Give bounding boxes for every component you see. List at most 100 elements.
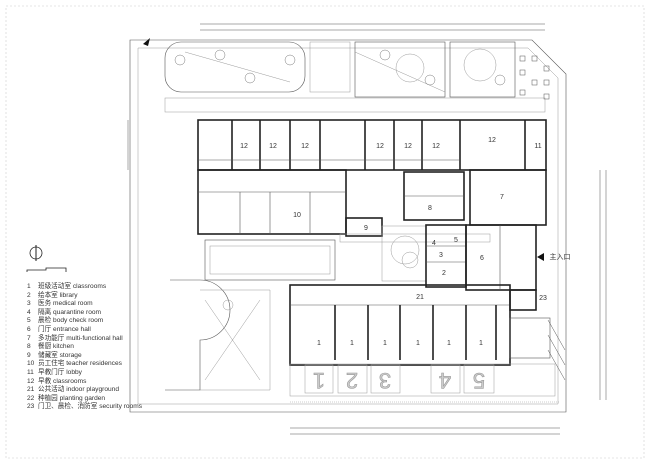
legend-num: 7 <box>27 334 31 342</box>
sheet-frame <box>5 5 645 459</box>
room-label: 9 <box>364 225 368 232</box>
legend-zh: 门卫、晨检、消防室 <box>38 403 98 411</box>
legend-zh: 晨检 <box>38 317 52 325</box>
room-label: 5 <box>454 237 458 244</box>
room-label: 21 <box>416 294 424 301</box>
legend-num: 8 <box>27 343 31 351</box>
legend-zh: 餐厨 <box>38 343 52 351</box>
legend-zh: 早教 <box>38 377 52 385</box>
legend-num: 12 <box>27 377 35 385</box>
legend-item: 8 餐厨 kitchen <box>27 343 142 352</box>
scale-bar <box>26 267 67 272</box>
legend-zh: 隔离 <box>38 308 52 316</box>
room-label: 8 <box>428 205 432 212</box>
parking-number: 5 <box>473 368 485 393</box>
parking-number: 3 <box>379 368 391 393</box>
room-label: 7 <box>500 194 504 201</box>
legend-en: kitchen <box>53 343 74 351</box>
room-label: 12 <box>404 143 412 150</box>
legend-num: 11 <box>27 368 34 376</box>
dimension-lines <box>127 23 607 435</box>
main-entrance-label: 主入口 <box>550 252 571 261</box>
room-label: 1 <box>416 340 420 347</box>
legend-num: 4 <box>27 308 31 316</box>
room-label: 23 <box>539 295 547 302</box>
legend-zh: 公共活动 <box>38 386 65 394</box>
legend-item: 5 晨检 body check room <box>27 317 142 326</box>
legend-num: 9 <box>27 351 31 359</box>
parking-number: 2 <box>346 368 358 393</box>
room-label: 12 <box>269 143 277 150</box>
room-label: 2 <box>442 270 446 277</box>
room-label: 12 <box>488 137 496 144</box>
legend-item: 6 门厅 entrance hall <box>27 326 142 335</box>
room-label: 1 <box>479 340 483 347</box>
legend-num: 3 <box>27 300 31 308</box>
legend-en: lobby <box>66 368 82 376</box>
north-entry-arrow-icon <box>143 38 150 46</box>
legend-item: 9 储藏室 storage <box>27 352 142 361</box>
legend-en: classrooms <box>53 377 87 385</box>
legend-num: 1 <box>27 283 31 290</box>
legend-en: entrance hall <box>53 325 91 333</box>
legend-zh: 储藏室 <box>38 351 58 359</box>
legend-en: teacher residences <box>66 360 122 368</box>
legend-zh: 早教门厅 <box>38 368 65 376</box>
legend-num: 21 <box>27 386 35 394</box>
room-label: 1 <box>350 340 354 347</box>
legend-zh: 班级活动室 <box>38 283 71 290</box>
room-label: 1 <box>383 340 387 347</box>
parking-number: 1 <box>313 368 325 393</box>
legend-zh: 门厅 <box>38 325 52 333</box>
legend-item: 11 早教门厅 lobby <box>27 369 142 378</box>
legend-en: multi-functional hall <box>66 334 123 342</box>
legend-en: storage <box>59 351 82 359</box>
room-label: 3 <box>439 252 443 259</box>
room-label: 12 <box>301 143 309 150</box>
room-label: 12 <box>240 143 248 150</box>
main-entrance-arrow-icon <box>537 253 544 261</box>
legend-zh: 医务 <box>38 300 52 308</box>
legend-num: 6 <box>27 325 31 333</box>
room-label: 1 <box>317 340 321 347</box>
legend-num: 10 <box>27 360 35 368</box>
legend-en: body check room <box>53 317 104 325</box>
playground <box>165 279 271 391</box>
legend-item: 7 多功能厅 multi-functional hall <box>27 335 142 344</box>
legend-zh: 员工住宅 <box>38 360 65 368</box>
top-gardens <box>164 41 550 113</box>
legend-item: 4 隔离 quarantine room <box>27 309 142 318</box>
room-label: 12 <box>376 143 384 150</box>
legend-en: quarantine room <box>53 308 102 316</box>
legend-en: classrooms <box>72 283 107 290</box>
north-arrow-icon <box>29 245 43 261</box>
north-building <box>197 119 547 171</box>
legend-en: library <box>59 291 78 299</box>
room-label: 1 <box>447 340 451 347</box>
entrance-area <box>425 224 537 291</box>
legend-en: indoor playground <box>66 386 120 394</box>
legend-en: planting garden <box>59 394 106 402</box>
legend-item: 1 班级活动室 classrooms <box>27 283 142 292</box>
legend-zh: 多功能厅 <box>38 334 65 342</box>
site-inner-boundary <box>137 47 559 405</box>
site-boundary <box>129 39 567 413</box>
room-label: 12 <box>432 143 440 150</box>
parking: 1 2 3 4 5 <box>289 363 556 397</box>
parking-number: 4 <box>439 368 451 393</box>
legend-num: 5 <box>27 317 31 325</box>
room-label: 11 <box>534 143 541 150</box>
room-label: 10 <box>293 212 301 219</box>
legend-num: 23 <box>27 403 35 411</box>
legend-en: security rooms <box>99 403 143 411</box>
south-wing <box>289 284 566 381</box>
legend-num: 2 <box>27 291 31 299</box>
legend-zh: 种植园 <box>38 394 58 402</box>
